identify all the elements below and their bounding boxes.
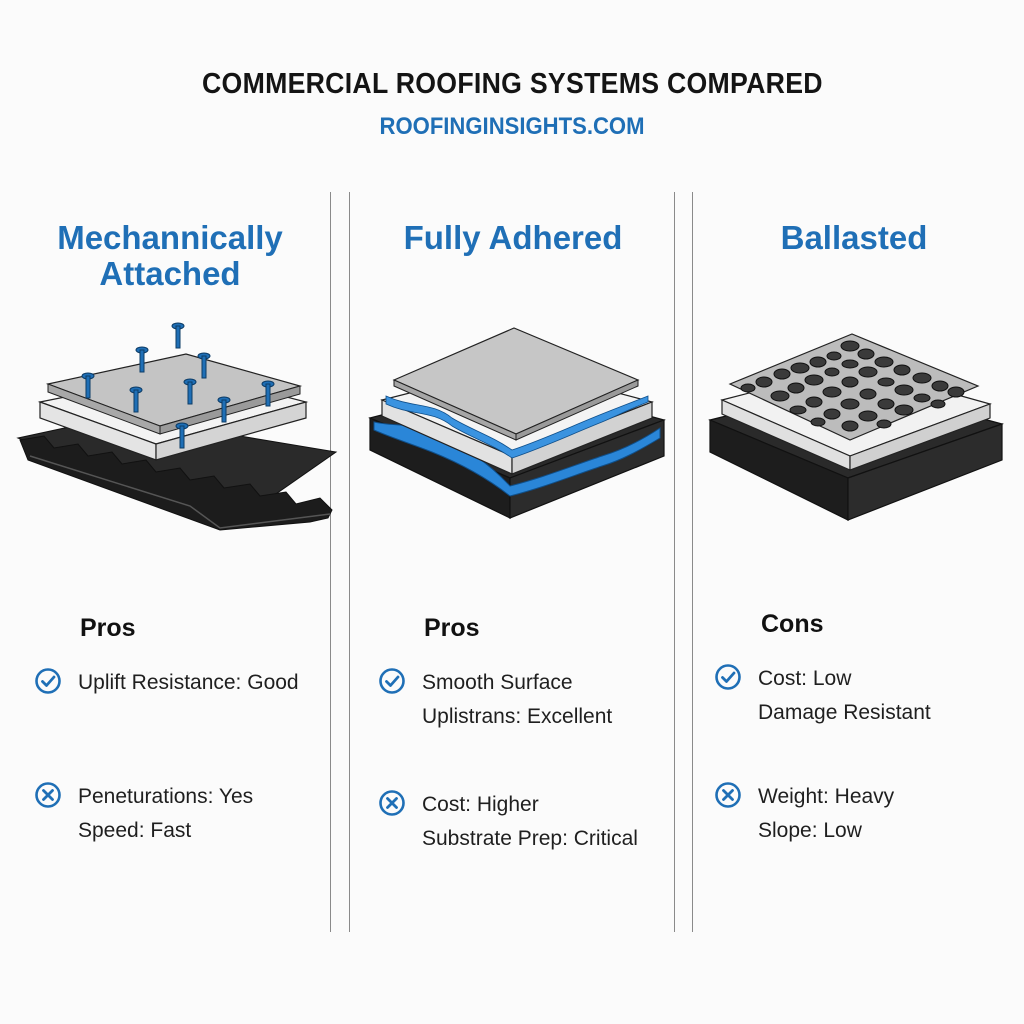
x-circle-icon xyxy=(379,790,405,816)
ballasted-illustration xyxy=(708,333,1005,521)
metal-deck xyxy=(16,415,338,531)
column-title: Fully Adhered xyxy=(403,219,623,256)
column-divider xyxy=(692,192,693,932)
screw-fasteners xyxy=(81,322,275,449)
column-title: Ballasted xyxy=(780,219,928,256)
x-circle-icon xyxy=(715,782,741,808)
fully-adhered-illustration xyxy=(368,327,666,519)
column-divider xyxy=(674,192,675,932)
site-url: ROOFINGINSIGHTS.COM xyxy=(379,113,645,140)
column-ballasted: Ballasted Cons xyxy=(694,210,1014,910)
column-divider xyxy=(349,192,350,932)
check-circle-icon xyxy=(379,668,405,694)
column-title: Mechannically Attached xyxy=(57,219,283,292)
check-circle-icon xyxy=(35,668,61,694)
ballast-stones xyxy=(740,340,965,432)
column-divider xyxy=(330,192,331,932)
header: COMMERCIAL ROOFING SYSTEMS COMPARED ROOF… xyxy=(0,68,1024,141)
mechanically-attached-illustration xyxy=(16,322,338,531)
section-label: Cons xyxy=(761,610,824,638)
page-title: COMMERCIAL ROOFING SYSTEMS COMPARED xyxy=(201,68,823,100)
pro-item: Uplift Resistance: Good xyxy=(34,666,299,700)
section-label: Pros xyxy=(80,614,136,642)
check-circle-icon xyxy=(715,664,741,690)
column-mechanically-attached: Mechannically Attached Pros xyxy=(10,210,338,910)
x-circle-icon xyxy=(35,782,61,808)
membrane-sheet xyxy=(728,333,980,441)
section-label: Pros xyxy=(424,614,480,642)
